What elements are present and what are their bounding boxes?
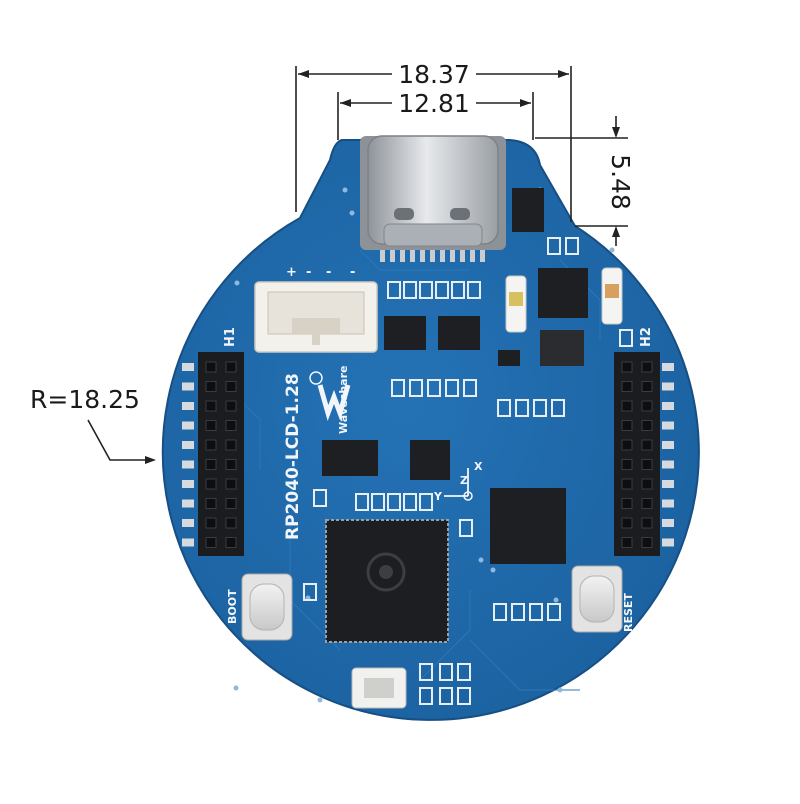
header-pin [641, 537, 653, 548]
dimension-outer-width [295, 66, 572, 222]
header-pin [205, 459, 217, 470]
connector-pin-minus-3: - [350, 265, 355, 280]
header-pad [182, 460, 194, 469]
header-pin [641, 498, 653, 509]
header-pin [641, 478, 653, 490]
axis-x-label: X [474, 460, 483, 473]
header-pad [182, 519, 194, 527]
header-pin [641, 517, 653, 529]
header-pin [641, 400, 653, 412]
header-pin [205, 517, 217, 529]
header-pin [641, 439, 653, 451]
reset-label: RESET [622, 593, 635, 632]
header-pin [641, 420, 653, 431]
header-pin [225, 517, 237, 529]
header-pad [182, 402, 194, 410]
boot-label: BOOT [226, 589, 239, 624]
header-pad [182, 480, 194, 488]
axis-z-label: Z [460, 474, 468, 487]
battery-connector: + - - - [254, 265, 378, 353]
connector-pin-plus: + [286, 265, 297, 280]
header-h1: H1 [182, 327, 244, 556]
header-h1-label: H1 [223, 327, 238, 347]
header-pad [182, 363, 194, 371]
header-pad [182, 382, 194, 391]
header-pin [621, 498, 633, 509]
header-pad [662, 519, 674, 527]
dimension-protrusion-height [535, 116, 628, 246]
header-pin [225, 439, 237, 451]
header-pad [662, 499, 674, 508]
header-pin [621, 537, 633, 548]
small-chips [322, 188, 588, 564]
header-pin [225, 420, 237, 431]
axis-y-label: Y [433, 490, 443, 503]
header-pad [662, 363, 674, 371]
silkscreen-branding: RP2040-LCD-1.28 Waveshare [283, 366, 351, 540]
header-pin [225, 478, 237, 490]
header-pin [205, 439, 217, 451]
imu-axis-marker: X Y Z [433, 460, 483, 503]
header-pin [621, 478, 633, 490]
header-pad [662, 441, 674, 449]
header-pin [225, 381, 237, 392]
header-pin [225, 537, 237, 548]
dimension-outer-width-label: 18.37 [398, 60, 470, 89]
dimension-connector-width-label: 12.81 [398, 89, 470, 118]
usb-c-connector [360, 135, 506, 262]
header-pad [662, 382, 674, 391]
header-pad [182, 499, 194, 508]
header-pad [182, 538, 194, 547]
header-h2: H2 [614, 327, 674, 556]
header-pad [662, 421, 674, 430]
smd-components [303, 237, 633, 709]
header-pad [662, 538, 674, 547]
header-pad [662, 460, 674, 469]
header-pin [621, 439, 633, 451]
dimension-radius [87, 419, 156, 464]
header-pin [641, 459, 653, 470]
rp2040-chip [325, 519, 449, 643]
header-h2-label: H2 [639, 327, 654, 347]
header-pin [641, 381, 653, 392]
dimension-connector-width [337, 92, 534, 140]
header-pin [621, 400, 633, 412]
header-pin [205, 400, 217, 412]
header-pad [662, 480, 674, 488]
dimension-radius-label: R=18.25 [30, 385, 140, 414]
connector-pin-minus: - [306, 265, 311, 280]
header-pin [621, 459, 633, 470]
header-pin [205, 478, 217, 490]
header-pin [225, 498, 237, 509]
header-pad [182, 441, 194, 449]
header-pin [205, 381, 217, 392]
waveshare-logo-icon [317, 384, 351, 421]
reset-button[interactable]: RESET [571, 565, 635, 633]
header-pin [621, 517, 633, 529]
header-pin [225, 361, 237, 373]
board-model-label: RP2040-LCD-1.28 [283, 373, 303, 540]
header-pin [621, 420, 633, 431]
boot-button[interactable]: BOOT [226, 573, 293, 641]
header-pin [225, 459, 237, 470]
header-pin [205, 361, 217, 373]
header-pad [662, 402, 674, 410]
dimension-protrusion-height-label: 5.48 [606, 154, 635, 210]
header-pin [641, 361, 653, 373]
header-pin [205, 537, 217, 548]
header-pin [205, 420, 217, 431]
header-pin [621, 381, 633, 392]
connector-pin-minus-2: - [326, 265, 331, 280]
header-pin [225, 400, 237, 412]
header-pin [621, 361, 633, 373]
header-pad [182, 421, 194, 430]
header-pin [205, 498, 217, 509]
